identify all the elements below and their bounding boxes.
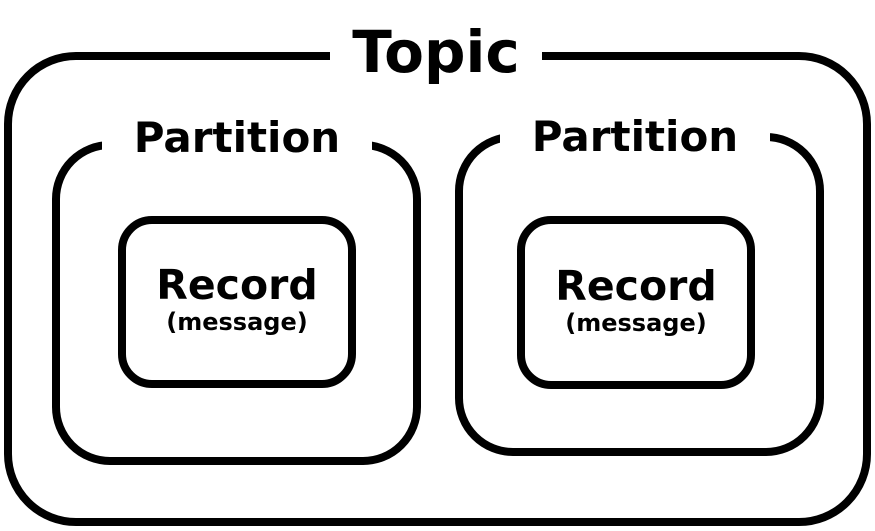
record-box-right: Record (message) — [517, 216, 755, 389]
record-box-left: Record (message) — [118, 216, 356, 388]
topic-title: Topic — [330, 20, 542, 84]
record-title-left: Record — [156, 261, 318, 310]
record-title-right: Record — [555, 261, 717, 310]
partition-title-left: Partition — [102, 112, 372, 164]
record-subtitle-left: (message) — [166, 308, 308, 337]
record-subtitle-right: (message) — [565, 308, 707, 337]
partition-title-right: Partition — [500, 111, 770, 163]
